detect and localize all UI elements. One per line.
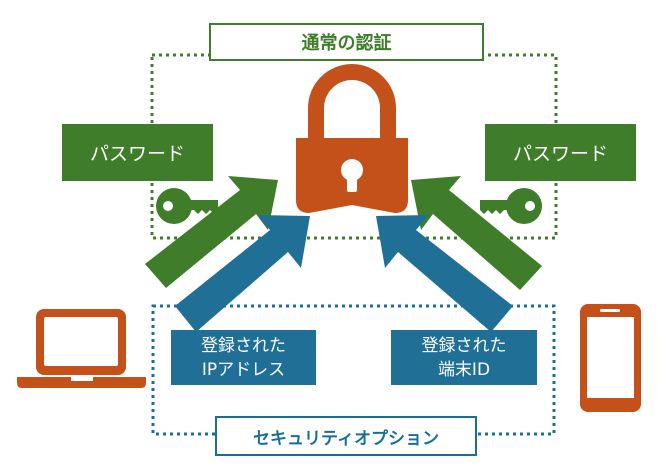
- lock-icon: [296, 64, 408, 213]
- key-icon: [480, 188, 542, 224]
- password-label-right: パスワード: [485, 124, 636, 181]
- registered-ip-label: 登録された IPアドレス: [171, 330, 316, 385]
- laptop-icon: [17, 309, 146, 388]
- normal-auth-title: 通常の認証: [209, 23, 484, 61]
- arrow-icon: [175, 215, 310, 332]
- smartphone-icon: [580, 304, 641, 412]
- arrow-icon: [145, 176, 278, 288]
- password-label-left: パスワード: [62, 124, 213, 181]
- registered-device-label: 登録された 端末ID: [391, 330, 537, 385]
- registered-device-line1: 登録された: [421, 335, 507, 356]
- security-option-title: セキュリティオプション: [215, 416, 477, 456]
- arrow-icon: [376, 215, 513, 332]
- registered-device-line2: 端末ID: [437, 359, 491, 380]
- registered-ip-line2: IPアドレス: [201, 359, 286, 380]
- arrow-icon: [411, 176, 542, 290]
- registered-ip-line1: 登録された: [201, 335, 286, 356]
- key-icon: [156, 188, 218, 224]
